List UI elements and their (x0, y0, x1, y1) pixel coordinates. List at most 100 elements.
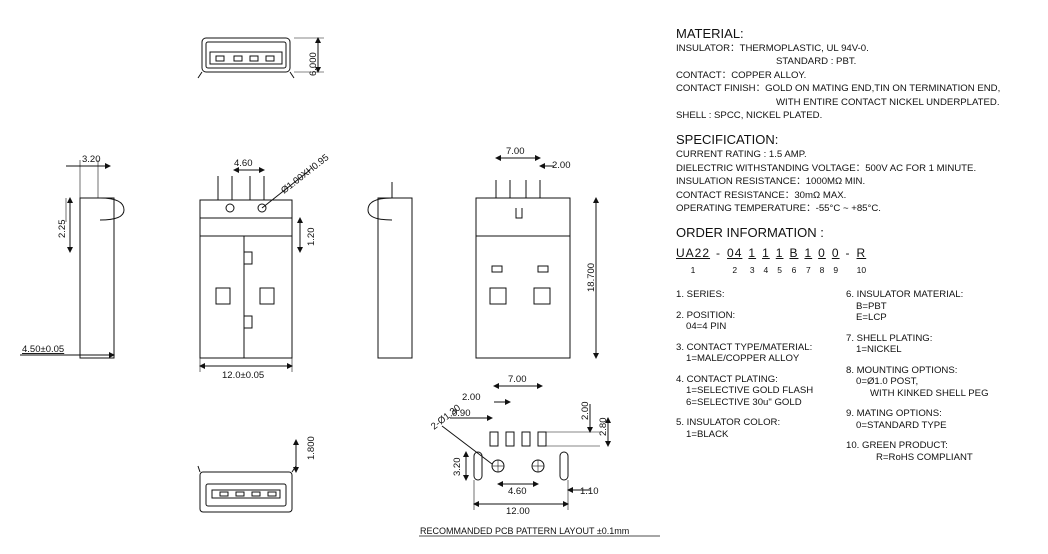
order-option-title: 3. CONTACT TYPE/MATERIAL: (676, 341, 813, 353)
order-option-title: 9. MATING OPTIONS: (846, 408, 942, 420)
order-code-part: 1 (762, 246, 770, 261)
right-side-view (367, 182, 413, 359)
dim-1800: 1.800 (306, 436, 317, 460)
dim-320: 3.20 (82, 154, 101, 165)
dim-hole: Ø1.00XH0.95 (279, 152, 331, 196)
dim-top-6000: 6.000 (308, 52, 319, 76)
spec-line-5: OPERATING TEMPERATURE：-55°C ~ +85°C. (676, 203, 881, 215)
material-line-6: SHELL : SPCC, NICKEL PLATED. (676, 110, 823, 122)
order-option-value: 6=SELECTIVE 30u" GOLD (686, 396, 802, 408)
pcb-dim-460: 4.60 (508, 486, 527, 497)
order-option-title: 1. SERIES: (676, 289, 725, 301)
order-option-value: B=PBT (856, 300, 887, 312)
spec-line-2: DIELECTRIC WITHSTANDING VOLTAGE：500V AC … (676, 162, 977, 174)
pcb-dim-280: 2.80 (598, 418, 609, 437)
material-line-3: CONTACT：COPPER ALLOY. (676, 69, 807, 81)
order-option-value: 1=SELECTIVE GOLD FLASH (686, 385, 814, 397)
dim-460: 4.60 (234, 158, 253, 169)
material-line-1: INSULATOR：THERMOPLASTIC, UL 94V-0. (676, 43, 869, 54)
order-option: 4. CONTACT PLATING: 1=SELECTIVE GOLD FLA… (676, 374, 846, 409)
order-option-title: 2. POSITION: (676, 309, 736, 321)
order-code-number: 5 (777, 264, 782, 275)
order-code-part: 0 (818, 246, 826, 261)
order-option-title: 4. CONTACT PLATING: (676, 373, 778, 385)
bottom-view (197, 439, 299, 513)
order-option: 8. MOUNTING OPTIONS: 0=Ø1.0 POST, WITH K… (846, 365, 1016, 400)
order-option-value: 0=STANDARD TYPE (856, 419, 947, 431)
order-code-number: 1 (690, 264, 696, 275)
order-option-value: E=LCP (856, 312, 887, 324)
dim-225: 2.25 (57, 220, 68, 239)
order-option: 2. POSITION: 04=4 PIN (676, 310, 846, 333)
order-code-number: 9 (833, 264, 839, 275)
order-code-part: 1 (775, 246, 784, 261)
pcb-caption: RECOMMANDED PCB PATTERN LAYOUT ±0.1mm (420, 526, 629, 536)
pcb-dim-110: 1.10 (580, 486, 599, 497)
top-front-view (197, 37, 324, 79)
pcb-dim-320: 3.20 (452, 458, 463, 477)
material-line-2: STANDARD : PBT. (776, 56, 857, 68)
order-option-title: 7. SHELL PLATING: (846, 332, 933, 344)
order-code-part: 1 (748, 246, 757, 261)
order-option-value: R=RoHS COMPLIANT (876, 451, 973, 463)
order-code-part: - (716, 246, 722, 261)
mechanical-drawing: 6.000 3.20 2.25 4.50±0.05 4.60 Ø1.00XH0.… (20, 37, 660, 537)
order-code-part: 0 (831, 246, 840, 261)
material-line-4: CONTACT FINISH：GOLD ON MATING END,TIN ON… (676, 83, 1001, 95)
order-option-value: 0=Ø1.0 POST, (856, 376, 919, 388)
order-code-number: 6 (791, 264, 797, 275)
order-option-value: WITH KINKED SHELL PEG (870, 387, 989, 399)
order-option-title: 8. MOUNTING OPTIONS: (846, 364, 958, 376)
dim-700: 7.00 (506, 146, 525, 157)
dim-200: 2.00 (552, 160, 571, 171)
left-side-view (20, 160, 125, 359)
order-option: 1. SERIES: (676, 289, 846, 301)
order-option: 5. INSULATOR COLOR: 1=BLACK (676, 417, 846, 440)
order-option-title: 6. INSULATOR MATERIAL: (846, 289, 964, 301)
dim-120: 1.20 (306, 228, 317, 247)
order-code-number: 2 (732, 264, 738, 275)
specification-panel: MATERIAL: INSULATOR：THERMOPLASTIC, UL 94… (676, 26, 1046, 472)
pcb-dim-1200: 12.00 (506, 506, 530, 517)
order-option-value: 1=BLACK (686, 428, 729, 440)
order-title: ORDER INFORMATION : (676, 225, 824, 241)
pcb-dim-200b: 2.00 (580, 402, 591, 421)
material-title: MATERIAL: (676, 26, 744, 41)
order-options-left: 1. SERIES: 2. POSITION: 04=4 PIN 3. CONT… (676, 289, 846, 472)
order-code-part: UA22 (676, 246, 711, 261)
order-code-part: - (845, 246, 851, 261)
rear-view (475, 155, 599, 359)
order-code-part: 1 (804, 246, 813, 261)
order-code-number: 3 (749, 264, 755, 275)
pcb-pattern (419, 383, 660, 537)
order-option-value: 1=MALE/COPPER ALLOY (686, 353, 800, 365)
specification-title: SPECIFICATION: (676, 132, 779, 148)
order-option: 6. INSULATOR MATERIAL: B=PBT E=LCP (846, 289, 1016, 324)
front-view (199, 167, 311, 372)
order-option: 7. SHELL PLATING: 1=NICKEL (846, 333, 1016, 356)
spec-line-4: CONTACT RESISTANCE：30mΩ MAX. (676, 189, 847, 201)
order-code-number: 8 (819, 264, 825, 275)
order-option: 10. GREEN PRODUCT: R=RoHS COMPLIANT (846, 440, 1016, 463)
order-option: 9. MATING OPTIONS: 0=STANDARD TYPE (846, 408, 1016, 431)
order-code-part: B (789, 246, 799, 261)
order-code-number: 7 (805, 264, 811, 275)
order-code-part: R (856, 246, 867, 261)
order-option-value: 1=NICKEL (856, 344, 902, 356)
order-option-title: 10. GREEN PRODUCT: (846, 440, 948, 452)
order-code-number: 4 (763, 264, 769, 275)
order-option: 3. CONTACT TYPE/MATERIAL: 1=MALE/COPPER … (676, 342, 846, 365)
dim-450: 4.50±0.05 (22, 344, 64, 355)
spec-line-1: CURRENT RATING : 1.5 AMP. (676, 149, 807, 161)
pcb-dim-200a: 2.00 (462, 392, 481, 403)
dim-1200: 12.0±0.05 (222, 370, 264, 381)
order-options-right: 6. INSULATOR MATERIAL: B=PBT E=LCP 7. SH… (846, 289, 1016, 472)
pcb-dim-090: 0.90 (452, 408, 471, 419)
dim-18700: 18.700 (586, 263, 597, 292)
pcb-dim-700: 7.00 (508, 374, 527, 385)
order-option-title: 5. INSULATOR COLOR: (676, 417, 781, 429)
material-line-5: WITH ENTIRE CONTACT NICKEL UNDERPLATED. (776, 96, 1000, 108)
order-code-number: 10 (856, 264, 867, 275)
order-code-part: 04 (727, 246, 743, 261)
